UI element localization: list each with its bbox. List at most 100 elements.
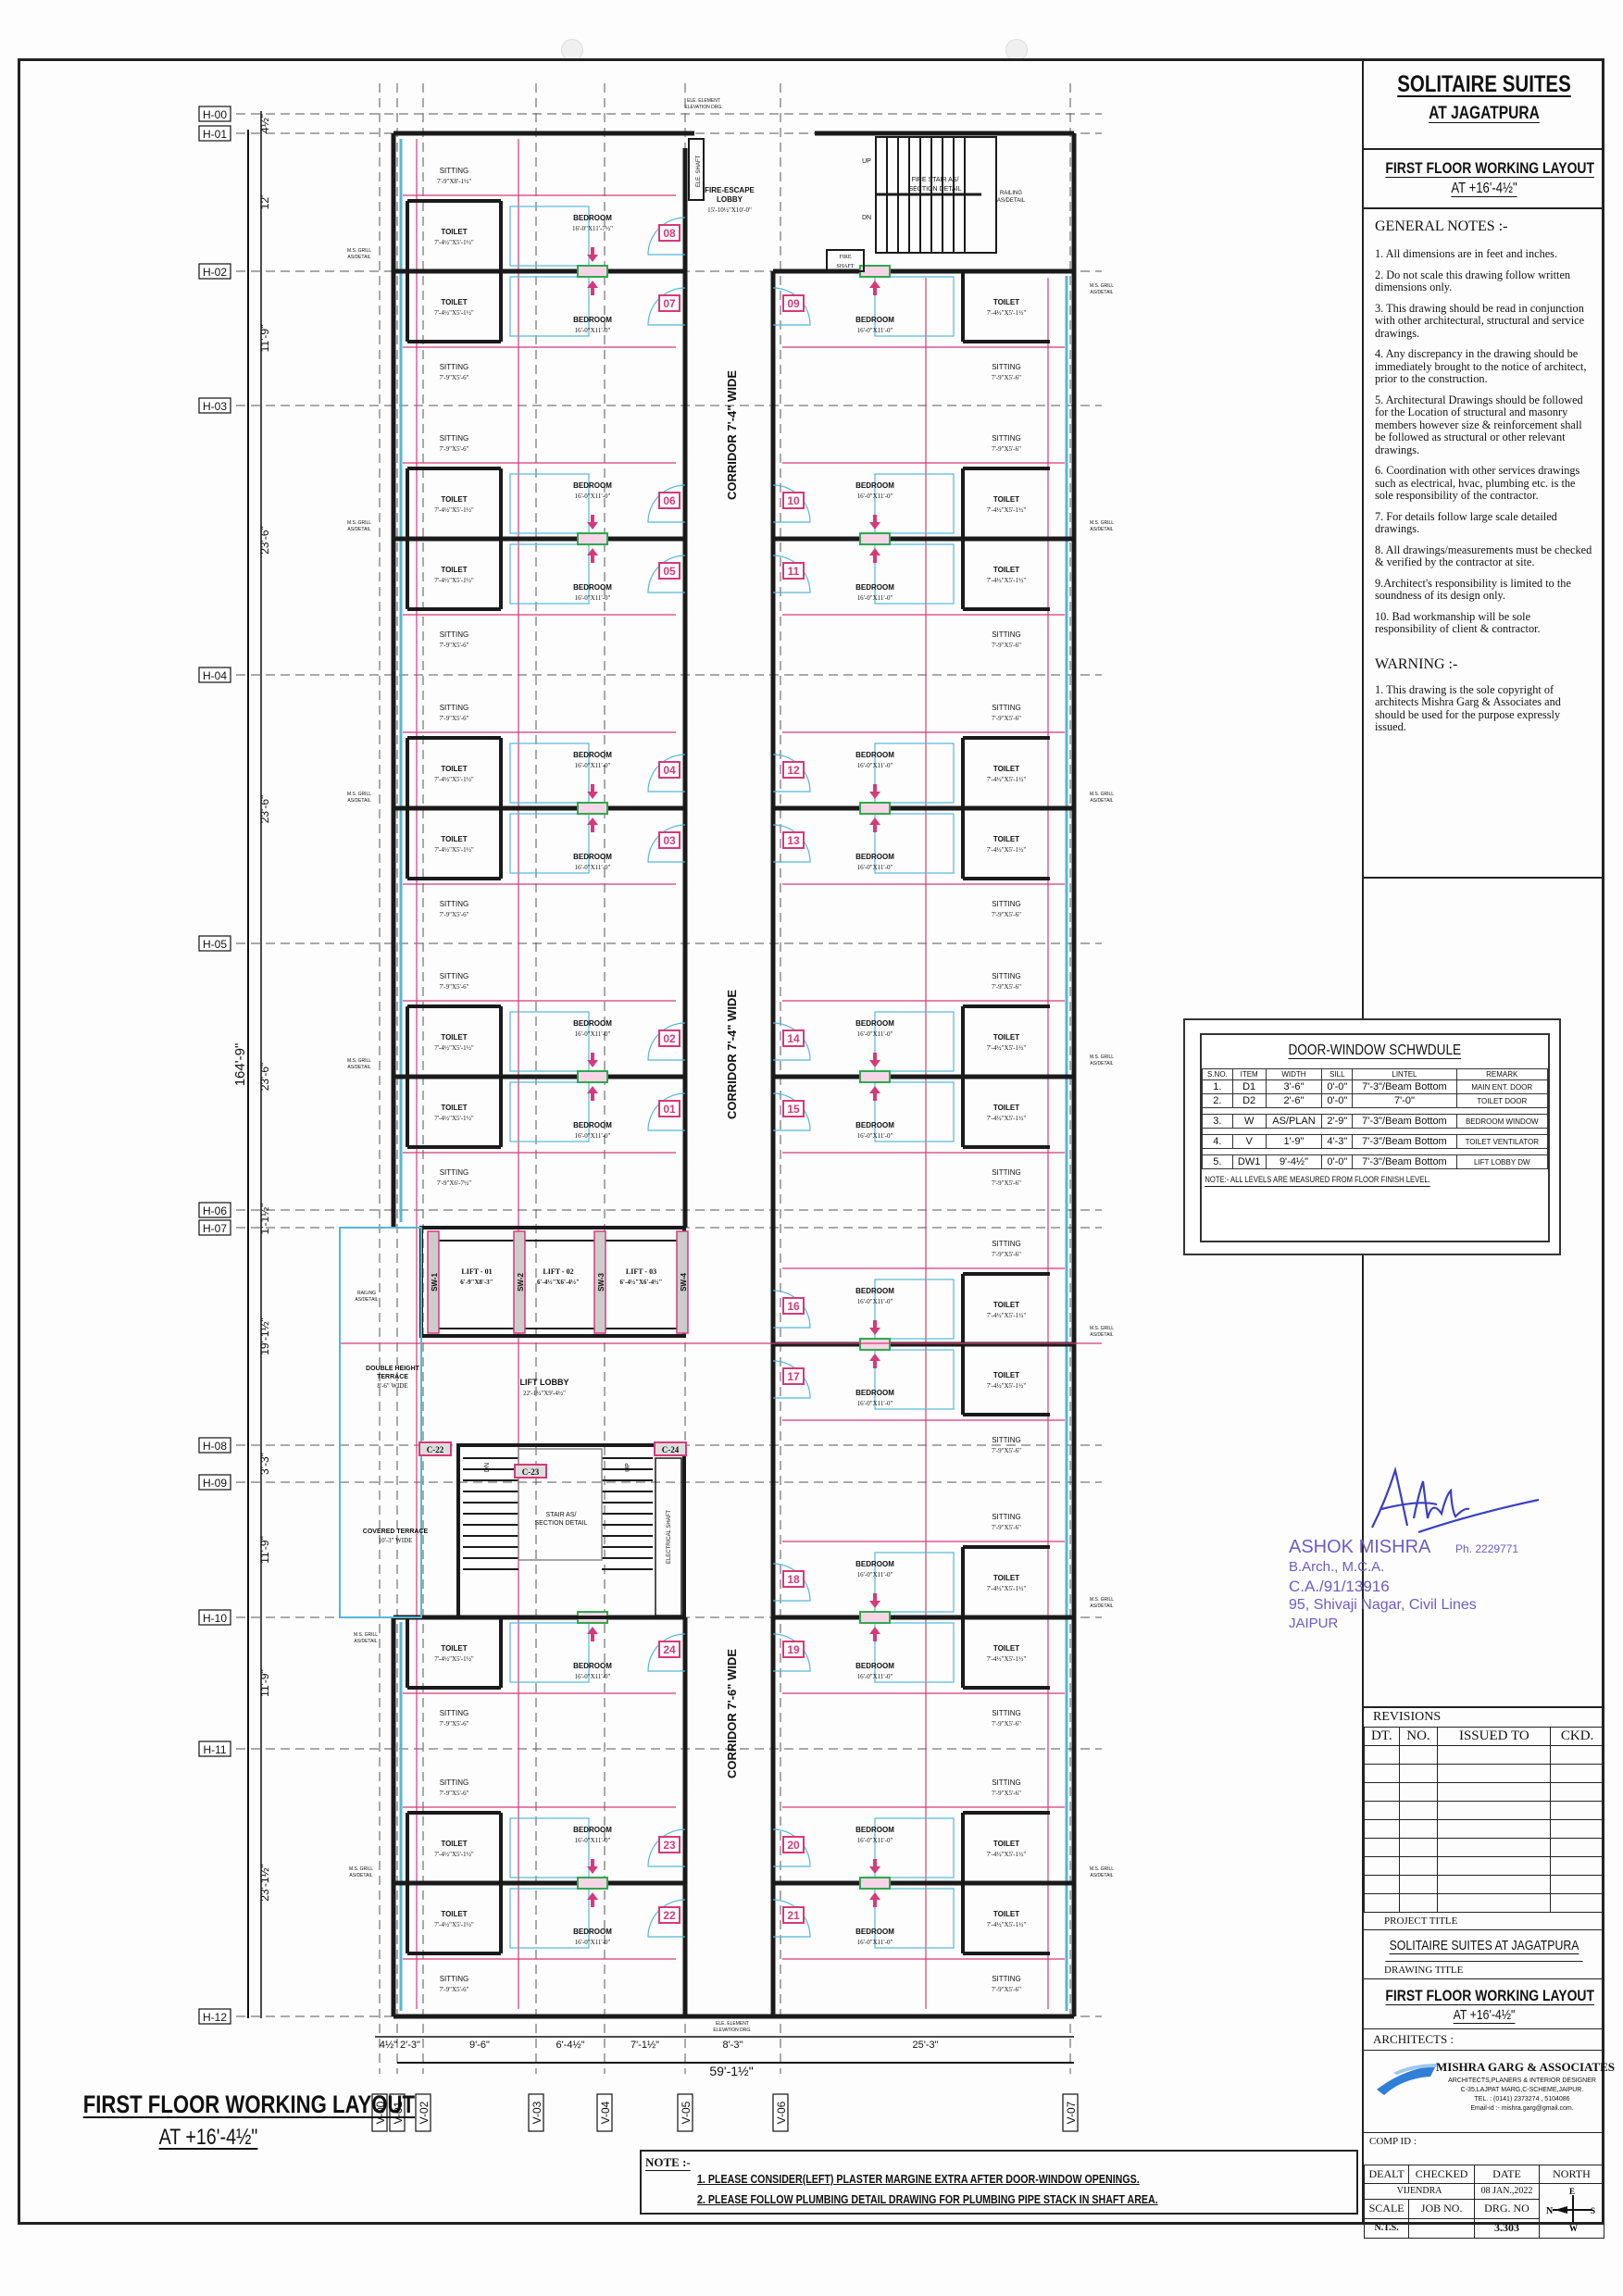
sitting-label: SITTING xyxy=(992,1709,1021,1717)
revision-cell xyxy=(1550,1782,1604,1802)
ms-grill-label: AS/DETAIL xyxy=(347,798,370,804)
sitting-label: SITTING xyxy=(992,1240,1021,1248)
column-label: C-23 xyxy=(522,1467,540,1477)
revision-cell xyxy=(1364,1782,1400,1802)
dimension-left: 23'-6" xyxy=(258,795,271,824)
lift-label: LIFT - 01 xyxy=(461,1267,492,1276)
door-number-badge xyxy=(782,1297,805,1315)
covered-terrace-size: 10'-3" WIDE xyxy=(379,1537,413,1544)
schedule-col-header: ITEM xyxy=(1231,1068,1267,1080)
window-arrow-icon xyxy=(587,281,598,295)
drawing-title-2: FIRST FLOOR WORKING LAYOUT xyxy=(1385,1987,1595,2004)
window-arrow-icon xyxy=(869,1086,880,1101)
revision-cell xyxy=(1437,1838,1552,1857)
toilet-size: 7'-4½"X5'-1½" xyxy=(434,1655,474,1663)
schedule-cell: 7'-3"/Beam Bottom xyxy=(1352,1079,1457,1094)
corridor-label: CORRIDOR 7'-6" WIDE xyxy=(725,1649,739,1778)
door-number-badge xyxy=(658,1906,680,1924)
column-label: C-22 xyxy=(427,1445,444,1454)
grid-label-box xyxy=(198,1609,231,1626)
schedule-cell: AS/PLAN xyxy=(1265,1114,1323,1129)
ms-grill-label: AS/DETAIL xyxy=(1090,1873,1113,1878)
door-number-badge xyxy=(658,1836,680,1853)
punch-hole xyxy=(1005,39,1028,61)
toilet-label: TOILET xyxy=(993,1371,1019,1379)
schedule-spacer xyxy=(1202,1107,1548,1115)
window-marker xyxy=(859,1877,891,1890)
revision-cell xyxy=(1398,1856,1439,1876)
fire-escape-lobby-size: 15'-10½"X10'-0" xyxy=(707,206,752,214)
bedroom-wardrobe-outline xyxy=(509,742,590,804)
window-marker xyxy=(577,265,608,278)
toilet-size: 7'-4½"X5'-1½" xyxy=(434,1115,474,1122)
date-value: 08 JAN.,2022 xyxy=(1474,2183,1540,2200)
grid-label-v-02: V-02 xyxy=(418,2101,431,2124)
dimension-left: 1'-1½" xyxy=(258,1204,271,1235)
unit-number: 15 xyxy=(787,1103,800,1116)
door-swing xyxy=(647,1828,686,1867)
grid-label-box xyxy=(198,1437,231,1454)
drawing-level-2: AT +16'-4½" xyxy=(1453,2007,1516,2023)
schedule-cell: 7'-0" xyxy=(1352,1093,1457,1108)
bedroom-wardrobe-outline xyxy=(874,1011,955,1072)
grid-label-v-04: V-04 xyxy=(599,2101,612,2124)
bedroom-size: 16'-0"X11'-0" xyxy=(857,1030,893,1038)
schedule-col-header: WIDTH xyxy=(1265,1068,1323,1080)
ms-grill-label: M.S. GRILL xyxy=(1090,283,1114,289)
bedroom-size: 16'-0"X11'-0" xyxy=(575,1673,611,1680)
revision-cell xyxy=(1398,1764,1439,1783)
ele-element-label: ELE. ELEMENT xyxy=(716,2021,749,2027)
revision-cell xyxy=(1437,1801,1552,1820)
revision-cell xyxy=(1398,1819,1439,1839)
railing-label: AS/DETAIL xyxy=(997,198,1026,204)
revision-row xyxy=(1364,1856,1604,1876)
dimension-bottom: 2'-3" xyxy=(400,2040,420,2051)
ms-grill-label: AS/DETAIL xyxy=(1090,1332,1113,1338)
window-arrow-icon xyxy=(869,281,880,295)
grid-label-h-01: H-01 xyxy=(203,128,227,141)
fire-stair-label: FIRE STAIR AS/ xyxy=(912,177,959,183)
lift-size: 6'-9"X8'-3" xyxy=(460,1279,493,1286)
drawing-info-table: DEALT CHECKED DATE NORTH VIJENDRA 08 JAN… xyxy=(1363,2165,1605,2240)
general-note-item: 9.Architect's responsibility is limited … xyxy=(1375,576,1571,602)
grid-label-h-07: H-07 xyxy=(203,1222,227,1235)
bedroom-label: BEDROOM xyxy=(855,1019,894,1028)
schedule-spacer xyxy=(1202,1128,1548,1135)
toilet-size: 7'-4½"X5'-1½" xyxy=(987,1382,1027,1390)
schedule-cell: 2'-9" xyxy=(1321,1114,1354,1129)
toilet-label: TOILET xyxy=(441,1910,467,1918)
dimension-bottom: 7'-1½" xyxy=(630,2040,659,2051)
bedroom-size: 16'-0"X11'-0" xyxy=(575,1030,611,1038)
ms-grill-label: AS/DETAIL xyxy=(347,255,370,260)
sitting-size: 7'-9"X5'-6" xyxy=(440,1790,469,1797)
unit-number: 10 xyxy=(787,494,800,507)
window-marker xyxy=(859,802,891,815)
schedule-col-header: LINTEL xyxy=(1352,1068,1457,1080)
dimension-left: 19'-1½" xyxy=(258,1317,271,1355)
toilet-label: TOILET xyxy=(441,1840,467,1848)
drg-no-value: 3.303 xyxy=(1474,2217,1540,2240)
toilet-label: TOILET xyxy=(993,1574,1019,1582)
unit-number: 02 xyxy=(663,1032,676,1045)
grid-label-v-05: V-05 xyxy=(680,2101,693,2124)
sitting-label: SITTING xyxy=(992,972,1021,980)
window-arrow-icon xyxy=(587,1859,598,1874)
bedroom-label: BEDROOM xyxy=(855,1560,894,1568)
toilet-size: 7'-4½"X5'-1½" xyxy=(434,776,474,783)
window-arrow-icon xyxy=(869,784,880,799)
firm-details: ARCHITECTS,PLANERS & INTERIOR DESIGNER C… xyxy=(1442,2077,1603,2114)
grid-label-h-06: H-06 xyxy=(203,1204,227,1217)
bedroom-label: BEDROOM xyxy=(855,1928,894,1936)
window-arrow-icon xyxy=(587,247,598,262)
door-number-badge xyxy=(782,1641,805,1658)
ms-grill-label: M.S. GRILL xyxy=(347,248,371,254)
schedule-cell: 0'-0" xyxy=(1321,1093,1354,1108)
revision-row xyxy=(1364,1745,1604,1765)
door-swing xyxy=(647,555,686,593)
compass-s: S xyxy=(1591,2206,1595,2215)
ms-grill-label: AS/DETAIL xyxy=(349,1873,372,1878)
bedroom-size: 16'-0"X11'-0" xyxy=(857,762,893,769)
